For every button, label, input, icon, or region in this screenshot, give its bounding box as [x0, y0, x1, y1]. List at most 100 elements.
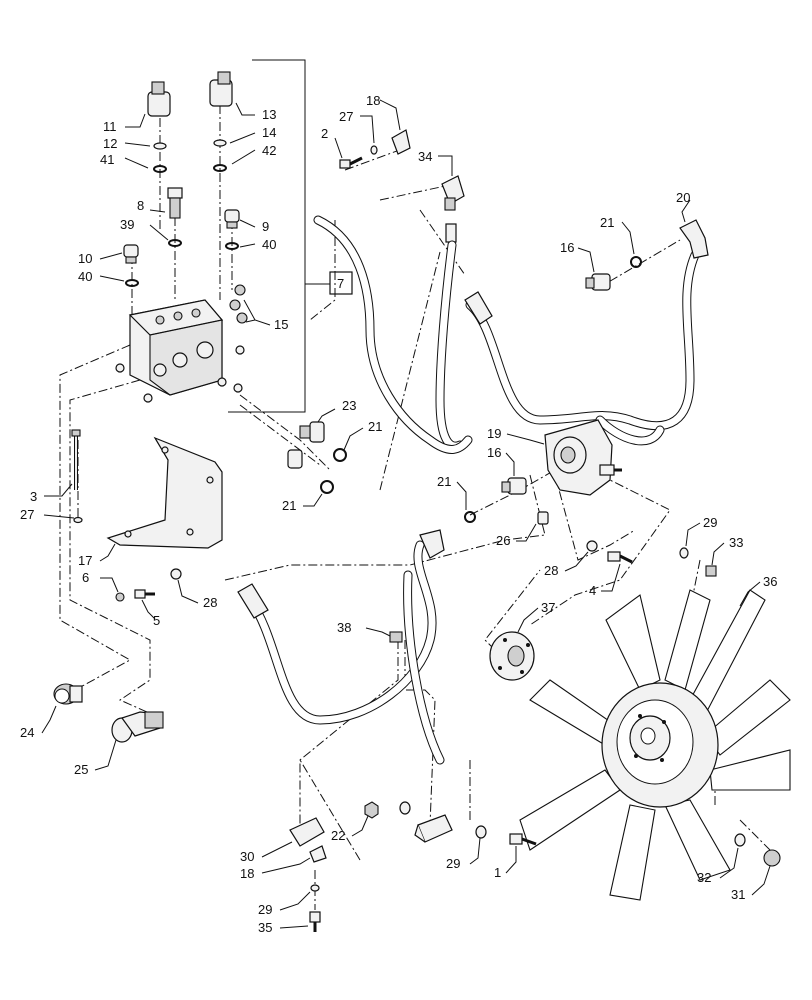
washer-29-b: [475, 825, 487, 839]
nut-6: [115, 592, 125, 602]
fitting-8: [167, 187, 183, 219]
o-ring-21-c: [320, 480, 334, 494]
callout-21-c: 21: [282, 498, 296, 513]
hose-end-fitting: [464, 291, 493, 325]
pressure-switch-13: [209, 71, 233, 107]
elbow-fitting-25: [111, 711, 164, 743]
o-ring-40-b: [125, 279, 139, 287]
leader-lines: [41, 99, 771, 929]
plug-10: [123, 244, 139, 264]
nut-38: [389, 631, 403, 643]
washer-12: [153, 142, 167, 150]
nut-31: [763, 849, 781, 867]
o-ring-39: [168, 239, 182, 247]
callout-1: 1: [494, 865, 501, 880]
callout-12: 12: [103, 136, 117, 151]
callout-21-a: 21: [600, 215, 614, 230]
fitting-23-b: [287, 449, 303, 469]
callout-21-d: 21: [437, 474, 451, 489]
o-ring-21-d: [464, 511, 476, 523]
cooling-fan-36: [519, 589, 791, 901]
washer-32: [734, 833, 746, 847]
callout-29-a: 29: [703, 515, 717, 530]
callout-16-a: 16: [560, 240, 574, 255]
o-ring-40-a: [225, 242, 239, 250]
callout-15: 15: [274, 317, 288, 332]
bolt-3: [71, 429, 81, 490]
callout-3: 3: [30, 489, 37, 504]
fitting-23: [299, 421, 325, 443]
hose-fitting-lower-left: [237, 583, 269, 619]
o-ring-21-b: [333, 448, 347, 462]
washer-27-a: [370, 145, 378, 155]
callout-33: 33: [729, 535, 743, 550]
callout-20: 20: [676, 190, 690, 205]
callout-29-c: 29: [258, 902, 272, 917]
clamp-30: [289, 817, 325, 847]
callout-25: 25: [74, 762, 88, 777]
group-bracket-7: [228, 59, 330, 413]
o-ring-42: [213, 164, 227, 172]
callout-18-a: 18: [366, 93, 380, 108]
washer-28-a: [170, 568, 182, 580]
callout-39: 39: [120, 217, 134, 232]
callout-42: 42: [262, 143, 276, 158]
callout-38: 38: [337, 620, 351, 635]
callout-9: 9: [262, 219, 269, 234]
callout-26: 26: [496, 533, 510, 548]
callout-2: 2: [321, 126, 328, 141]
callout-5: 5: [153, 613, 160, 628]
callout-37: 37: [541, 600, 555, 615]
plug-9: [224, 209, 240, 229]
callout-31: 31: [731, 887, 745, 902]
clamp-18-a: [391, 129, 411, 155]
callout-10: 10: [78, 251, 92, 266]
washer-14: [213, 139, 227, 147]
clamp-18-b: [309, 845, 327, 863]
callout-24: 24: [20, 725, 34, 740]
callout-27-a: 27: [339, 109, 353, 124]
bolt-2: [339, 156, 363, 169]
callout-36: 36: [763, 574, 777, 589]
pressure-switch-11: [147, 81, 171, 117]
callout-23: 23: [342, 398, 356, 413]
bolt-33: [705, 565, 717, 577]
callout-34: 34: [418, 149, 432, 164]
hydraulic-motor-19: [544, 419, 622, 496]
elbow-fitting-20: [679, 219, 709, 259]
callout-17: 17: [78, 553, 92, 568]
callout-7: 7: [337, 276, 344, 291]
bolt-1: [509, 833, 537, 846]
callout-6: 6: [82, 570, 89, 585]
callout-35: 35: [258, 920, 272, 935]
callout-numbers: 11 12 41 13 14 42 8 39 9 40 10 40 15 7 2…: [20, 93, 777, 935]
callout-14: 14: [262, 125, 276, 140]
o-ring-21-a: [630, 256, 642, 268]
washer-29-c: [310, 884, 320, 892]
callout-28-a: 28: [203, 595, 217, 610]
callout-28-b: 28: [544, 563, 558, 578]
key-26: [537, 511, 549, 525]
o-ring-41: [153, 165, 167, 173]
callout-29-b: 29: [446, 856, 460, 871]
hose-upper-left: [313, 215, 473, 454]
callout-8: 8: [137, 198, 144, 213]
hose-elbow-lower: [419, 529, 445, 559]
callout-40-a: 40: [262, 237, 276, 252]
bolt-5: [134, 589, 155, 599]
washer-22-b: [399, 801, 411, 815]
callout-41: 41: [100, 152, 114, 167]
callout-22: 22: [331, 828, 345, 843]
hub-adapter-37: [489, 631, 535, 681]
hose-20: [465, 250, 700, 446]
callout-18-b: 18: [240, 866, 254, 881]
elbow-34: [441, 175, 465, 211]
washer-27-b: [73, 516, 83, 524]
washer-28-b: [586, 540, 598, 552]
fitting-16-a: [585, 273, 611, 291]
callout-30: 30: [240, 849, 254, 864]
callout-27-b: 27: [20, 507, 34, 522]
callout-11: 11: [103, 119, 117, 134]
mounting-bracket-17: [106, 436, 223, 549]
